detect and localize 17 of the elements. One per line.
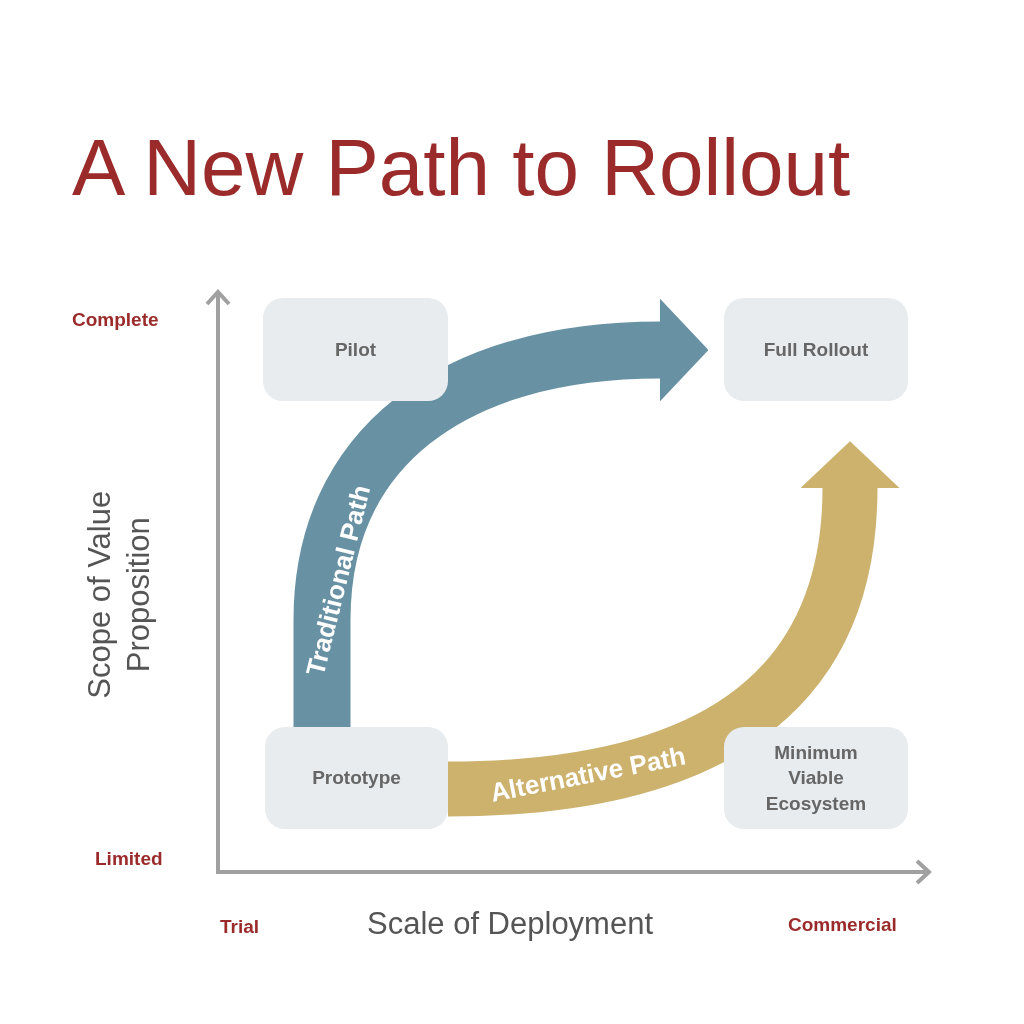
- stage-label: Full Rollout: [763, 337, 869, 362]
- axis-title: Scope of Value Proposition: [81, 489, 157, 701]
- curved-arrow: [447, 441, 900, 817]
- edge-label: Alternative Path: [487, 739, 689, 809]
- stage-label: Minimum Viable Ecosystem: [764, 740, 868, 816]
- axis-title: Scale of Deployment: [367, 906, 654, 942]
- axis-end-label: Limited: [95, 848, 163, 870]
- axis-end-label: Commercial: [788, 914, 897, 936]
- stage-box: [265, 727, 448, 829]
- stage-label: Prototype: [312, 766, 401, 791]
- stage-label: Pilot: [334, 337, 377, 362]
- title: A New Path to Rollout: [72, 122, 851, 214]
- axis-end-label: Complete: [72, 309, 159, 331]
- axis-end-label: Trial: [220, 916, 260, 938]
- stage-box: [263, 298, 448, 401]
- stage-box: [724, 727, 908, 829]
- curved-arrow: [293, 298, 709, 727]
